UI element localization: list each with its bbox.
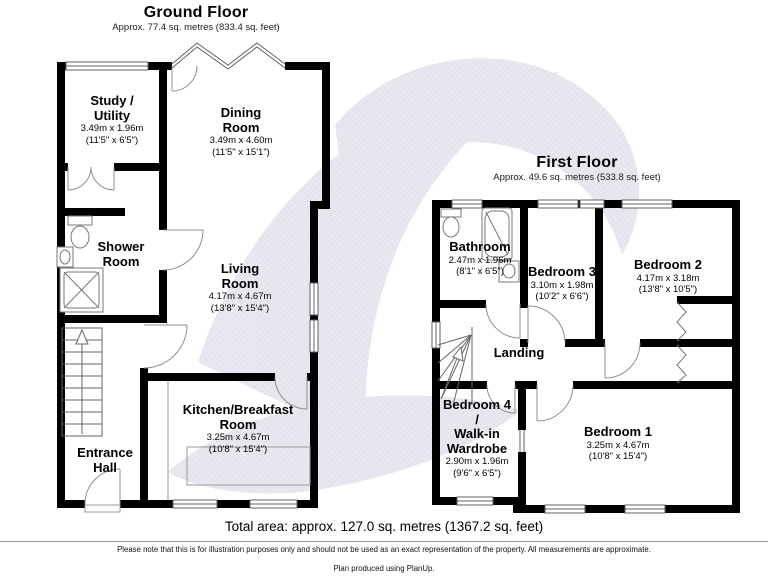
watermark-swoosh-main bbox=[198, 72, 560, 442]
room-dim-imperial: (11'5" x 15'1") bbox=[212, 146, 270, 158]
room-name: Study / Utility bbox=[90, 93, 134, 123]
room-label-shower-room: Shower Room bbox=[97, 239, 145, 269]
room-dim-metric: 3.10m x 1.98m bbox=[530, 279, 594, 291]
room-label-kitchen: Kitchen/Breakfast Room 3.25m x 4.67m (10… bbox=[182, 402, 294, 455]
ground-floor-fixtures bbox=[56, 215, 311, 500]
room-dim-imperial: (8'1" x 6'5") bbox=[456, 266, 504, 278]
sink-icon bbox=[56, 246, 74, 268]
first-floor-title: First Floor bbox=[536, 154, 618, 171]
room-name: Shower Room bbox=[97, 239, 145, 269]
dining-bay-window-inner bbox=[171, 46, 286, 70]
bath-icon bbox=[481, 207, 513, 261]
room-label-study-utility: Study / Utility 3.49m x 1.96m (11'5" x 6… bbox=[80, 93, 144, 146]
room-label-bathroom: Bathroom 2.47m x 1.96m (8'1" x 6'5") bbox=[448, 239, 512, 278]
footer-divider bbox=[0, 541, 768, 542]
room-name: Bedroom 2 bbox=[634, 257, 702, 272]
bed4-bed1-opening bbox=[518, 430, 526, 452]
toilet-icon bbox=[440, 208, 462, 238]
first-floor-windows bbox=[431, 199, 673, 514]
room-dim-imperial: (10'8" x 15'4") bbox=[208, 443, 268, 455]
room-dim-metric: 4.17m x 3.18m bbox=[636, 272, 700, 284]
stairs-up-icon bbox=[61, 327, 103, 437]
first-floor-subtitle: Approx. 49.6 sq. metres (533.8 sq. feet) bbox=[493, 172, 661, 183]
ground-floor-title: Ground Floor bbox=[143, 4, 249, 21]
room-name: Dining Room bbox=[220, 105, 262, 135]
first-floor-fixtures bbox=[437, 207, 520, 406]
toilet-icon bbox=[67, 215, 93, 249]
room-dim-imperial: (10'2" x 6'6") bbox=[535, 291, 589, 303]
room-dim-metric: 2.90m x 1.96m bbox=[445, 456, 509, 468]
kitchen-counter bbox=[167, 381, 311, 500]
room-label-dining-room: Dining Room 3.49m x 4.60m (11'5" x 15'1"… bbox=[209, 105, 273, 158]
watermark-swoosh-top bbox=[335, 58, 640, 255]
ground-floor-subtitle: Approx. 77.4 sq. metres (833.4 sq. feet) bbox=[112, 22, 280, 33]
room-name: Bathroom bbox=[449, 239, 511, 254]
room-label-entrance-hall: Entrance Hall bbox=[77, 445, 133, 475]
room-name: Kitchen/Breakfast Room bbox=[182, 402, 294, 432]
room-name: Bedroom 1 bbox=[584, 424, 652, 439]
planup-credit-text: Plan produced using PlanUp. bbox=[333, 564, 435, 573]
first-floor-doors bbox=[485, 301, 687, 422]
room-name: Living Room bbox=[220, 261, 260, 291]
ground-floor-doors bbox=[67, 65, 308, 505]
room-name: Landing bbox=[493, 345, 545, 360]
sink-icon bbox=[498, 260, 520, 283]
room-dim-metric: 3.25m x 4.67m bbox=[206, 432, 270, 444]
disclaimer-text: Please note that this is for illustratio… bbox=[117, 545, 651, 554]
room-label-landing: Landing bbox=[493, 345, 545, 361]
room-name: Bedroom 4 / Walk-in Wardrobe bbox=[443, 397, 511, 456]
room-dim-imperial: (11'5" x 6'5") bbox=[85, 134, 139, 146]
room-dim-metric: 3.49m x 1.96m bbox=[80, 123, 144, 135]
room-label-bedroom-2: Bedroom 2 4.17m x 3.18m (13'8" x 10'5") bbox=[634, 257, 702, 296]
room-label-bedroom-4: Bedroom 4 / Walk-in Wardrobe 2.90m x 1.9… bbox=[443, 397, 511, 479]
stairs-down-icon bbox=[437, 327, 473, 406]
room-dim-imperial: (9'6" x 6'5") bbox=[453, 467, 501, 479]
room-dim-metric: 4.17m x 4.67m bbox=[208, 291, 272, 303]
first-floor-plan bbox=[431, 199, 740, 514]
room-label-bedroom-3: Bedroom 3 3.10m x 1.98m (10'2" x 6'6") bbox=[528, 264, 596, 303]
room-label-living-room: Living Room 4.17m x 4.67m (13'8" x 15'4"… bbox=[208, 261, 272, 314]
room-dim-metric: 3.49m x 4.60m bbox=[209, 135, 273, 147]
room-dim-metric: 2.47m x 1.96m bbox=[448, 254, 512, 266]
total-area-text: Total area: approx. 127.0 sq. metres (13… bbox=[224, 519, 544, 534]
wardrobe-bifold-icon-1 bbox=[676, 301, 687, 342]
room-dim-imperial: (13'8" x 10'5") bbox=[638, 284, 698, 296]
wardrobe-bifold-icon-2 bbox=[676, 344, 687, 384]
room-dim-metric: 3.25m x 4.67m bbox=[586, 439, 650, 451]
room-name: Bedroom 3 bbox=[528, 264, 596, 279]
room-label-bedroom-1: Bedroom 1 3.25m x 4.67m (10'8" x 15'4") bbox=[584, 424, 652, 463]
shower-icon bbox=[59, 267, 104, 313]
room-name: Entrance Hall bbox=[77, 445, 133, 475]
room-dim-imperial: (10'8" x 15'4") bbox=[588, 451, 648, 463]
dining-bay-window bbox=[171, 42, 286, 66]
entrance-threshold bbox=[84, 504, 121, 513]
room-dim-imperial: (13'8" x 15'4") bbox=[210, 302, 270, 314]
ground-floor-plan bbox=[56, 42, 330, 513]
ground-floor-windows bbox=[65, 42, 319, 513]
